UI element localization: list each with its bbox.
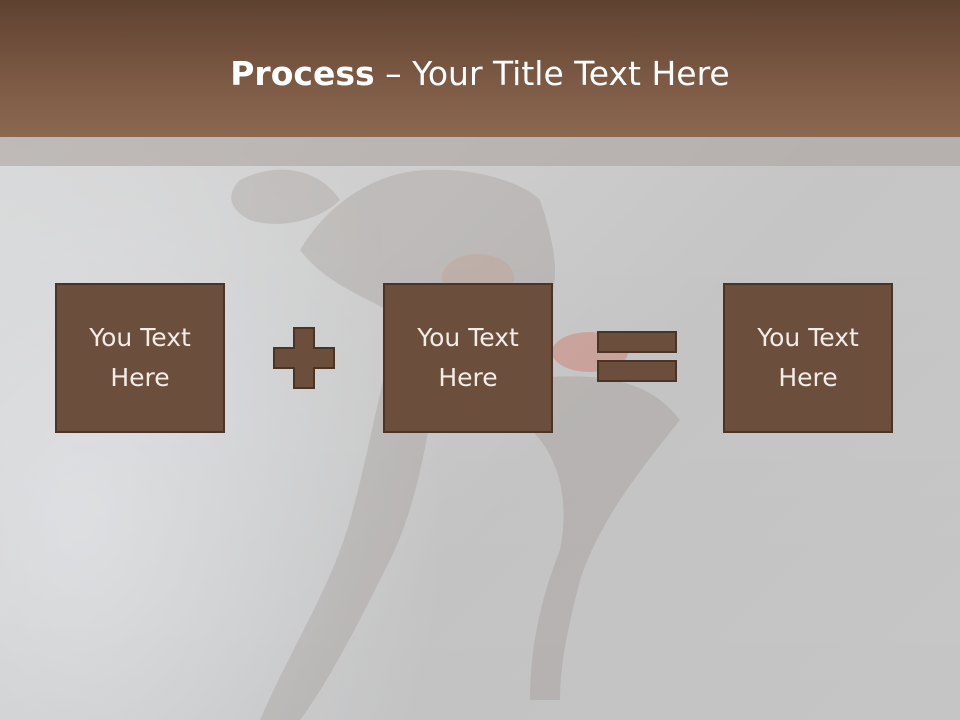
slide-title-bold: Process [230,54,375,93]
process-box-2-text: You Text Here [417,323,519,392]
process-box-1: You Text Here [55,283,225,433]
process-box-3: You Text Here [723,283,893,433]
title-bar-strip [0,137,960,166]
process-box-3-text: You Text Here [757,323,859,392]
plus-icon [273,327,335,389]
slide-title: Process – Your Title Text Here [0,52,960,96]
equals-icon [597,331,677,382]
process-box-2: You Text Here [383,283,553,433]
process-box-1-text: You Text Here [89,323,191,392]
slide-title-rest: – Your Title Text Here [374,54,730,93]
title-bar [0,0,960,137]
